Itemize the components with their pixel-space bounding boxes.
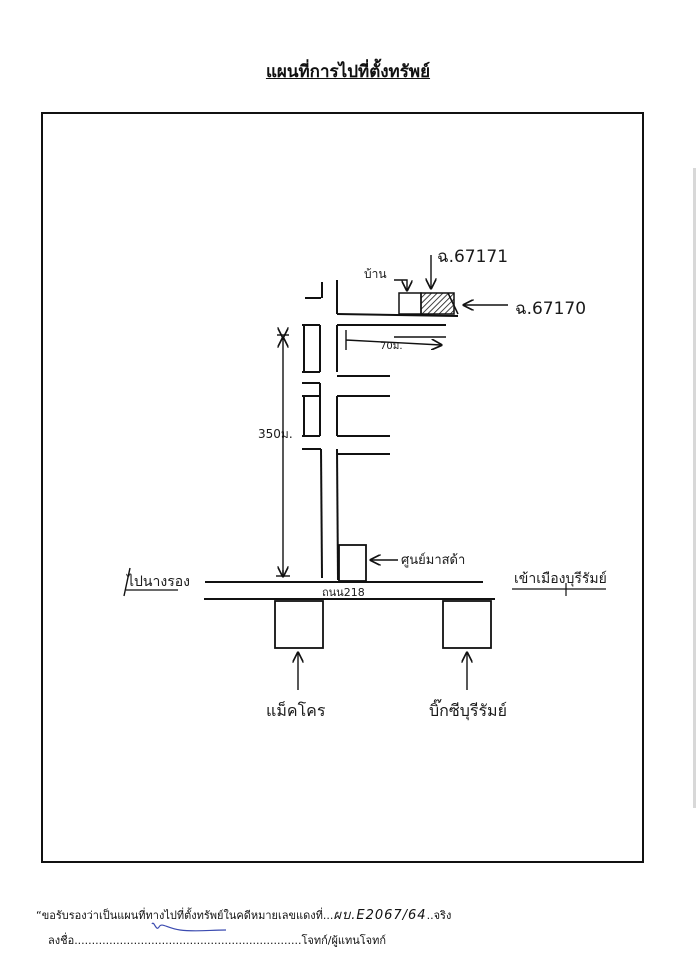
dir-right-label: เข้าเมืองบุรีรัมย์ — [514, 570, 607, 587]
dist-70-arrow — [345, 330, 441, 350]
page-title: แผนที่การไปที่ตั้งทรัพย์ — [265, 62, 431, 82]
dist-350-label: 350ม. — [258, 427, 293, 441]
sign-suffix: โจทก์/ผู้แทนโจทก์ — [301, 934, 387, 947]
shop-right-box — [442, 600, 492, 649]
dist-70-label: 70ม. — [380, 341, 403, 352]
poi-mazda-box — [338, 544, 367, 582]
signature-scribble — [151, 922, 227, 932]
house-arrow — [394, 279, 407, 290]
cross-lanes-left — [302, 297, 321, 450]
case-number: ผบ.E2067/64 — [333, 908, 427, 923]
soi-road — [319, 280, 339, 581]
scan-edge — [693, 168, 696, 808]
dir-left-mark — [123, 567, 131, 597]
shop-left-box — [274, 600, 324, 649]
deed-north-label: ฉ.67171 — [437, 247, 508, 267]
certify-text: “ขอรับรองว่าเป็นแผนที่ทางไปที่ตั้งทรัพย์… — [36, 909, 323, 922]
certification-line: “ขอรับรองว่าเป็นแผนที่ทางไปที่ตั้งทรัพย์… — [36, 908, 452, 923]
house-label: บ้าน — [364, 267, 387, 281]
deed-east-label: ฉ.67170 — [515, 299, 586, 319]
dir-left-label: ไปนางรอง — [126, 573, 190, 590]
road-name-label: ถนน218 — [322, 586, 365, 599]
shop-left-label: แม็คโคร — [266, 700, 326, 720]
shop-right-label: บิ๊กซีบุรีรัมย์ — [429, 699, 507, 721]
sign-label: ลงชื่อ — [48, 934, 75, 947]
map-frame — [41, 112, 644, 863]
dist-350-dimension — [276, 335, 290, 577]
poi-center-label: ศูนย์มาสด้า — [401, 552, 465, 568]
signature-line: ลงชื่อ..................................… — [48, 934, 387, 947]
cross-lanes-right — [336, 313, 459, 455]
certify-end: จริง — [433, 909, 452, 922]
property-plots — [398, 292, 459, 315]
main-road-218 — [204, 581, 495, 600]
